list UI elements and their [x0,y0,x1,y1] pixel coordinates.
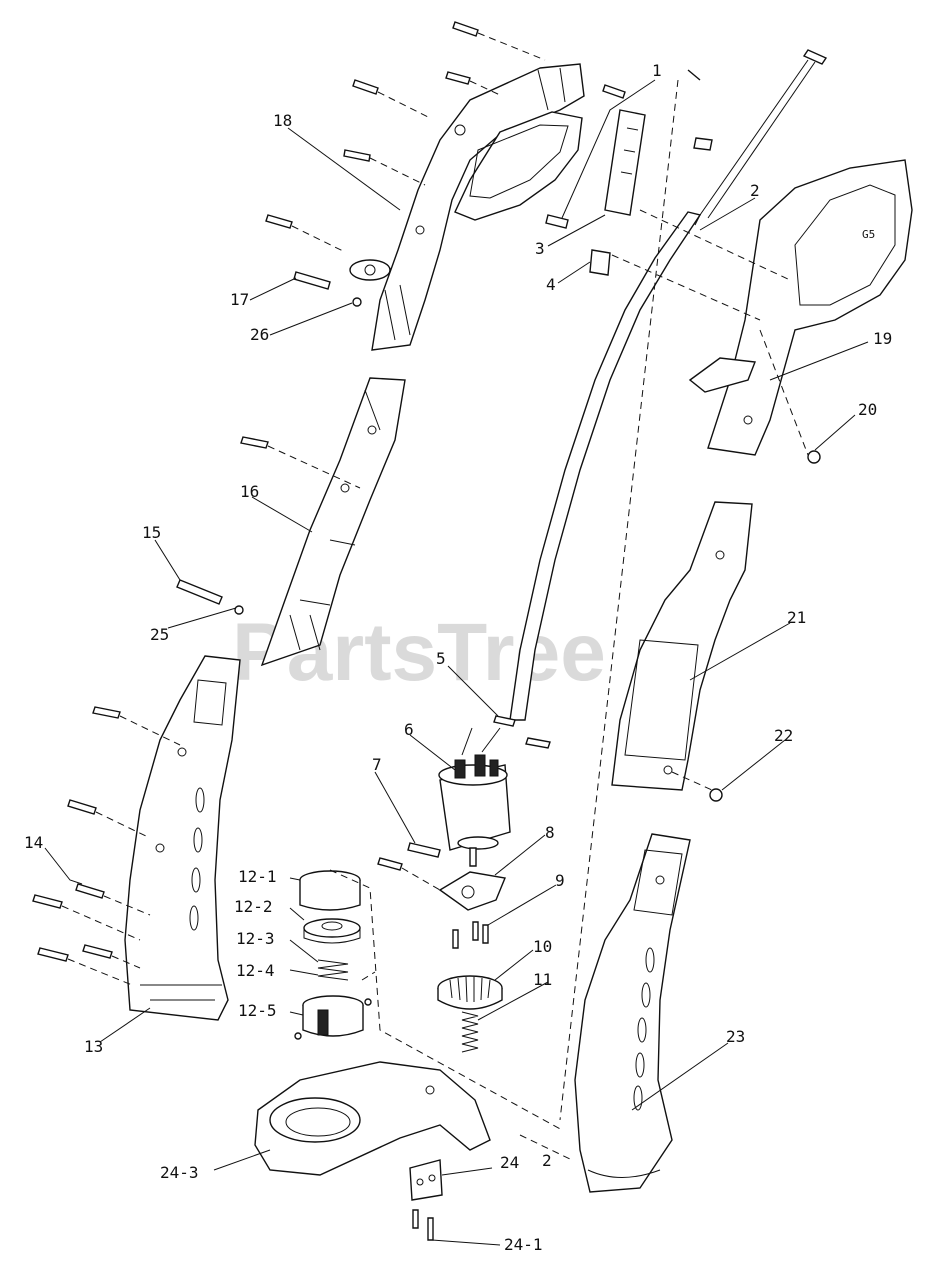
callout-22: 22 [774,726,793,745]
part-3-switch [545,109,646,229]
callout-7: 7 [372,755,382,774]
part-8-bracket [377,857,506,911]
callout-6: 6 [404,720,414,739]
callout-21: 21 [787,608,806,627]
callout-12-3: 12-3 [236,929,275,948]
callout-15: 15 [142,523,161,542]
callout-26: 26 [250,325,269,344]
callout-2-lower: 2 [542,1151,552,1170]
part-12-3-spring [317,959,349,981]
callout-12-4: 12-4 [236,961,275,980]
callout-9: 9 [555,871,565,890]
part-7-screw [407,842,441,858]
callout-11: 11 [533,970,552,989]
part-10-fan [437,975,503,1010]
callout-12-1: 12-1 [238,867,277,886]
part-24-3-base [254,1061,491,1176]
part-18-screws [265,21,546,307]
part-1-pin [602,84,626,99]
callout-20: 20 [858,400,877,419]
part-22-nut [709,788,723,802]
callout-3: 3 [535,239,545,258]
callout-10: 10 [533,937,552,956]
callout-12-2: 12-2 [234,897,273,916]
part-24-1-screws [412,1209,434,1241]
part-24-bracket [409,1159,443,1201]
part-15-screw [176,579,244,615]
callout-13: 13 [84,1037,103,1056]
part-5-screws [493,715,551,749]
callout-24-3: 24-3 [160,1163,199,1182]
part-23-lower-housing-right [574,833,691,1193]
part-12-5-cup [294,995,372,1040]
callout-leaders [44,79,869,1246]
part-16-mid-housing [240,377,406,667]
callout-14: 14 [24,833,43,852]
callout-8: 8 [545,823,555,842]
callout-24: 24 [500,1153,519,1172]
callout-17: 17 [230,290,249,309]
part-13-lower-housing [32,655,241,1021]
callout-19: 19 [873,329,892,348]
svg-text:G5: G5 [862,228,875,241]
callout-25: 25 [150,625,169,644]
part-20-nut [807,450,821,464]
part-6-motor [438,727,511,867]
callout-5: 5 [436,649,446,668]
callout-labels: 1 2 3 4 18 19 20 17 26 16 15 25 5 6 7 8 … [24,61,892,1254]
part-9-screws [452,921,489,949]
callout-23: 23 [726,1027,745,1046]
callout-4: 4 [546,275,556,294]
part-12-1-ring [299,870,361,911]
part-18-upper-handle-half [349,63,585,351]
callout-18: 18 [273,111,292,130]
part-11-spring [461,1011,479,1053]
callout-2: 2 [750,181,760,200]
part-19-rear-handle: G5 [688,159,913,456]
part-21-cover [611,501,753,791]
callout-16: 16 [240,482,259,501]
part-4-clip [589,249,611,276]
part-12-2-washer [303,918,361,944]
callout-24-1: 24-1 [504,1235,543,1254]
callout-1: 1 [652,61,662,80]
callout-12-5: 12-5 [238,1001,277,1020]
